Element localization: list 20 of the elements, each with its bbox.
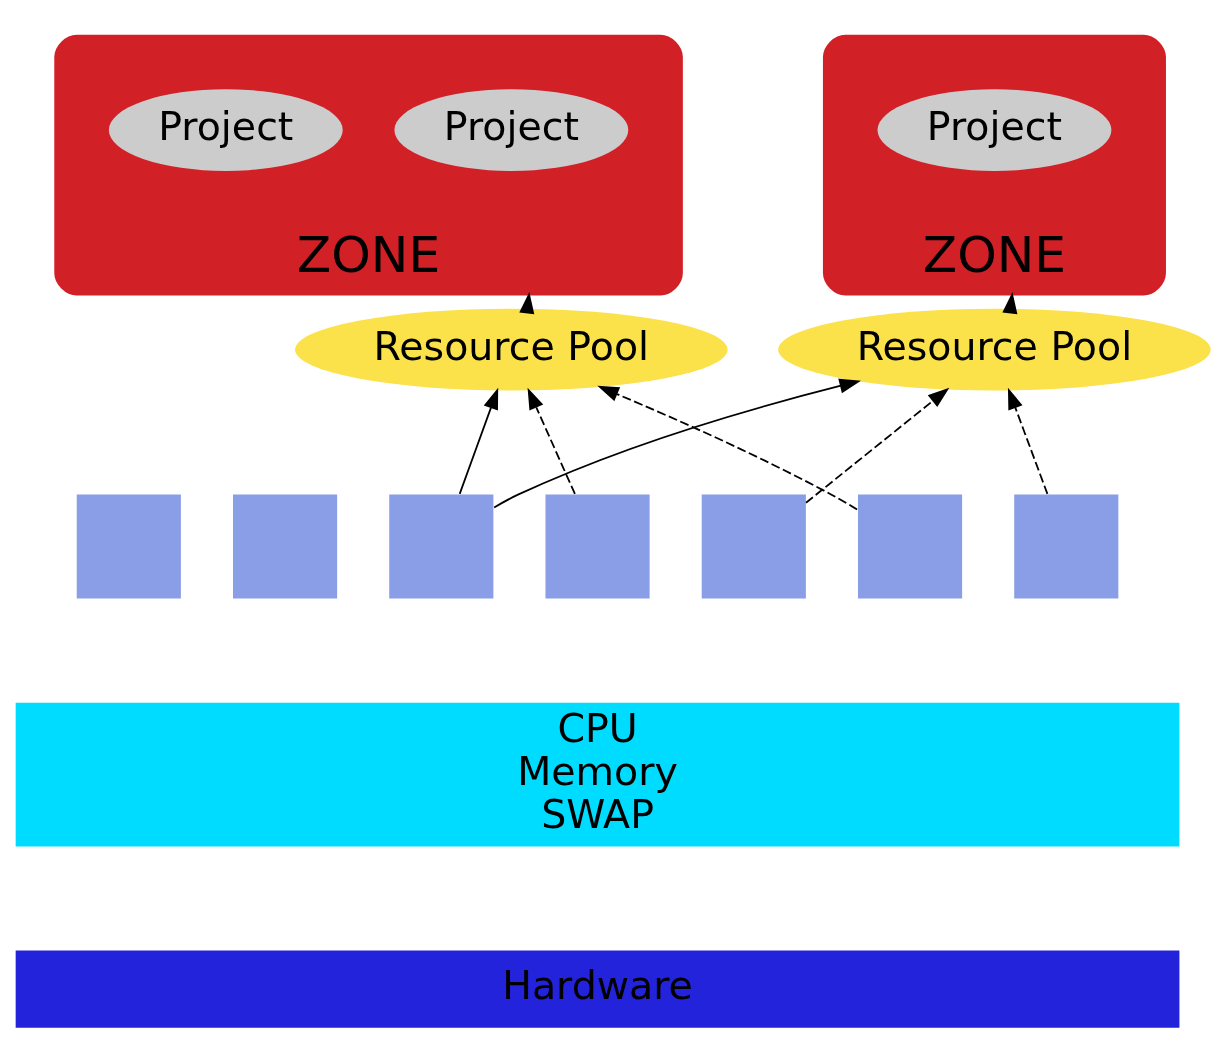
node-box: CPU Memory SWAP [15, 702, 1180, 846]
node-box [701, 493, 806, 599]
arrow [493, 378, 861, 508]
node-box [545, 493, 650, 599]
arrow [597, 385, 858, 510]
node-box [389, 493, 494, 599]
arrow [805, 387, 950, 504]
arrow [527, 387, 576, 495]
node-ellipse: Project [108, 88, 343, 171]
node-box [1014, 493, 1119, 599]
arrow [519, 291, 535, 314]
node-ellipse: Project [394, 88, 629, 171]
node-box [857, 493, 963, 599]
arrow [1007, 387, 1049, 495]
arrow [1002, 291, 1018, 314]
node-box [76, 493, 181, 599]
node-box [232, 493, 338, 599]
node-ellipse: Project [877, 88, 1112, 171]
arrow [458, 387, 499, 495]
node-box: Hardware [15, 950, 1180, 1028]
